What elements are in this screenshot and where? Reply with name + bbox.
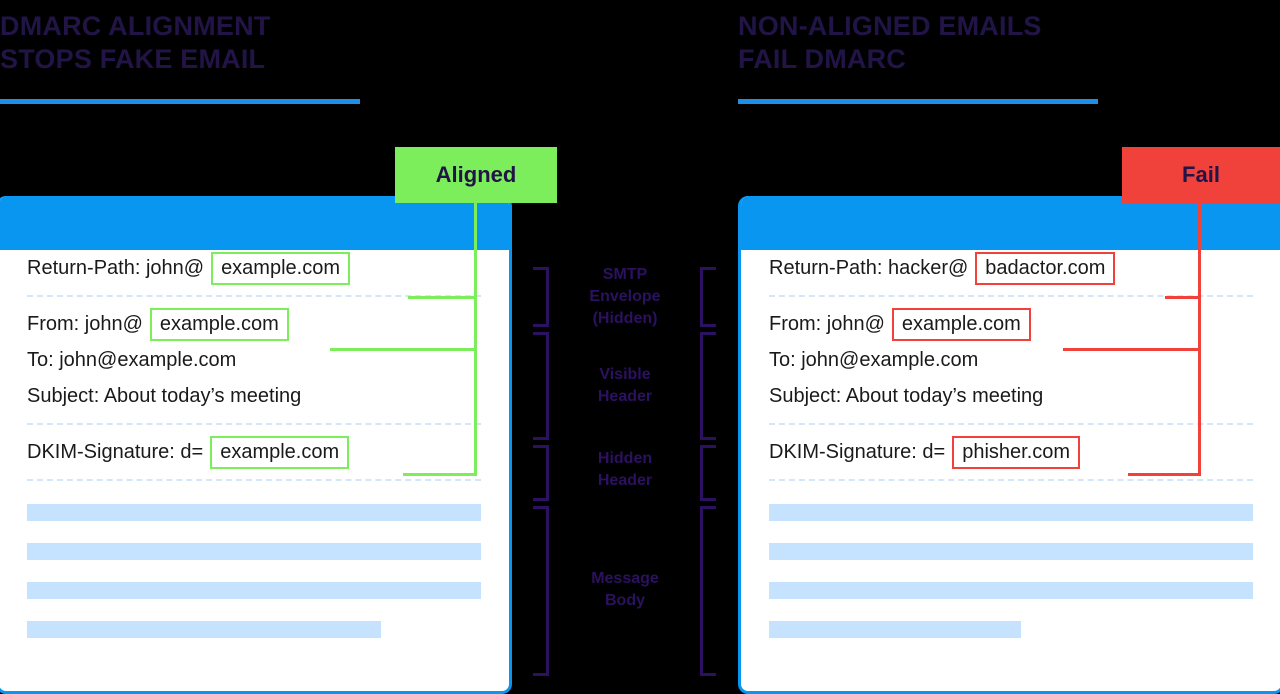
bracket-message-body-left (533, 506, 549, 676)
row-separator (27, 479, 481, 481)
label-message-body: Message Body (591, 570, 659, 609)
subject-label: Subject: About today’s meeting (27, 384, 302, 407)
label-visible-header: Visible Header (597, 366, 653, 405)
from-row: From: john@ example.com (27, 306, 481, 342)
smtp-envelope-group: Return-Path: hacker@ badactor.com (769, 250, 1253, 286)
status-badge-aligned: Aligned (395, 147, 557, 203)
bracket-visible-header-right (700, 332, 716, 440)
dkim-row: DKIM-Signature: d= phisher.com (769, 434, 1253, 470)
heading-left-block: DMARC ALIGNMENT STOPS FAKE EMAIL (0, 10, 360, 104)
bracket-smtp-envelope-left (533, 267, 549, 327)
alignment-connector-from-left (330, 348, 477, 351)
smtp-envelope-group: Return-Path: john@ example.com (27, 250, 481, 286)
card-topbar (0, 196, 509, 250)
return-path-domain-box: badactor.com (975, 251, 1116, 285)
body-bar (769, 543, 1253, 560)
body-bar (27, 621, 382, 638)
row-separator (27, 295, 481, 297)
bracket-smtp-envelope-right (700, 267, 716, 327)
dkim-label: DKIM-Signature: d= (769, 440, 946, 463)
alignment-connector-return-path-right (1165, 296, 1201, 299)
status-badge-fail: Fail (1122, 147, 1280, 203)
hidden-header-group: DKIM-Signature: d= example.com (27, 434, 481, 470)
heading-right-rule (738, 99, 1098, 104)
body-bar (769, 621, 1021, 638)
heading-left-text: DMARC ALIGNMENT STOPS FAKE EMAIL (0, 11, 271, 74)
alignment-connector-return-path-left (408, 296, 477, 299)
alignment-connector-dkim-right (1128, 473, 1201, 476)
alignment-connector-vertical-right (1198, 200, 1201, 476)
email-card-fail: Return-Path: hacker@ badactor.com From: … (738, 196, 1280, 694)
hidden-header-group: DKIM-Signature: d= phisher.com (769, 434, 1253, 470)
bracket-hidden-header-right (700, 445, 716, 501)
row-separator (769, 479, 1253, 481)
alignment-connector-vertical-left (474, 200, 477, 476)
row-separator (27, 423, 481, 425)
return-path-label: Return-Path: john@ (27, 256, 205, 279)
return-path-row: Return-Path: john@ example.com (27, 250, 481, 286)
heading-left-rule (0, 99, 360, 104)
dkim-label: DKIM-Signature: d= (27, 440, 204, 463)
body-bar (27, 504, 481, 521)
to-label: To: john@example.com (769, 348, 979, 371)
to-label: To: john@example.com (27, 348, 237, 371)
alignment-connector-from-right (1063, 348, 1201, 351)
heading-right-block: NON-ALIGNED EMAILS FAIL DMARC (738, 10, 1098, 104)
message-body-placeholder (27, 490, 481, 638)
dkim-domain-box: phisher.com (952, 435, 1081, 469)
row-separator (769, 295, 1253, 297)
email-card-aligned: Return-Path: john@ example.com From: joh… (0, 196, 512, 694)
bracket-message-body-right (700, 506, 716, 676)
dkim-domain-box: example.com (210, 435, 350, 469)
from-row: From: john@ example.com (769, 306, 1253, 342)
label-smtp-envelope: SMTP Envelope (Hidden) (589, 266, 661, 327)
body-bar (27, 582, 481, 599)
bracket-visible-header-left (533, 332, 549, 440)
return-path-label: Return-Path: hacker@ (769, 256, 969, 279)
body-bar (27, 543, 481, 560)
subject-label: Subject: About today’s meeting (769, 384, 1044, 407)
row-separator (769, 423, 1253, 425)
from-label: From: john@ (27, 312, 143, 335)
bracket-hidden-header-left (533, 445, 549, 501)
from-label: From: john@ (769, 312, 885, 335)
card-body: Return-Path: john@ example.com From: joh… (0, 250, 509, 638)
visible-header-group: From: john@ example.com To: john@example… (769, 306, 1253, 414)
from-domain-box: example.com (149, 307, 289, 341)
to-row: To: john@example.com (27, 342, 481, 378)
dkim-row: DKIM-Signature: d= example.com (27, 434, 481, 470)
message-body-placeholder (769, 490, 1253, 638)
body-bar (769, 582, 1253, 599)
label-hidden-header: Hidden Header (597, 450, 653, 489)
card-topbar (741, 196, 1280, 250)
heading-right-text: NON-ALIGNED EMAILS FAIL DMARC (738, 11, 1042, 74)
return-path-domain-box: example.com (211, 251, 350, 285)
to-row: To: john@example.com (769, 342, 1253, 378)
body-bar (769, 504, 1253, 521)
return-path-row: Return-Path: hacker@ badactor.com (769, 250, 1253, 286)
card-body: Return-Path: hacker@ badactor.com From: … (741, 250, 1280, 638)
subject-row: Subject: About today’s meeting (27, 378, 481, 414)
alignment-connector-dkim-left (403, 473, 477, 476)
visible-header-group: From: john@ example.com To: john@example… (27, 306, 481, 414)
from-domain-box: example.com (891, 307, 1031, 341)
subject-row: Subject: About today’s meeting (769, 378, 1253, 414)
